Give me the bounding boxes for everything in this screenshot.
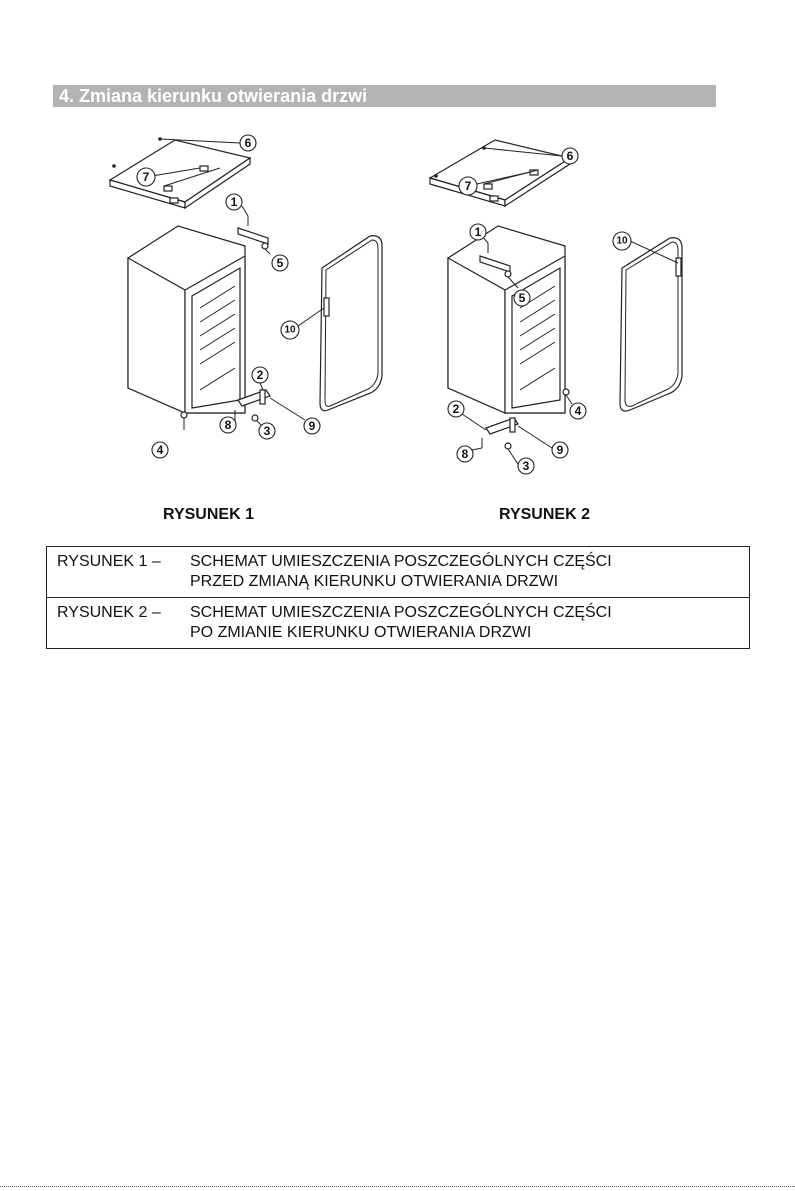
legend-description: SCHEMAT UMIESZCZENIA POSZCZEGÓLNYCH CZĘŚ… <box>190 603 612 643</box>
legend-label: RYSUNEK 1 – <box>57 552 161 572</box>
svg-text:3: 3 <box>264 424 271 438</box>
svg-text:10: 10 <box>284 325 296 336</box>
top-hinge <box>238 216 268 249</box>
legend-line-2: PO ZMIANIE KIERUNKU OTWIERANIA DRZWI <box>190 623 612 643</box>
legend-row-1: RYSUNEK 1 – SCHEMAT UMIESZCZENIA POSZCZE… <box>47 547 749 598</box>
callout-3: 3 <box>518 458 534 474</box>
callout-2: 2 <box>448 401 464 417</box>
svg-text:5: 5 <box>519 291 526 305</box>
figure-2-exploded-view: 6 7 1 5 10 4 2 8 3 9 <box>420 128 750 478</box>
figure-1-drawing: 6 7 1 5 10 2 8 3 9 4 <box>100 128 430 478</box>
legend-description: SCHEMAT UMIESZCZENIA POSZCZEGÓLNYCH CZĘŚ… <box>190 552 612 592</box>
svg-text:9: 9 <box>309 419 316 433</box>
figure-legend-table: RYSUNEK 1 – SCHEMAT UMIESZCZENIA POSZCZE… <box>46 546 750 649</box>
figure-2-caption: RYSUNEK 2 <box>499 506 590 524</box>
callout-10: 10 <box>613 232 631 250</box>
section-title: 4. Zmiana kierunku otwierania drzwi <box>59 86 367 106</box>
svg-text:1: 1 <box>475 225 482 239</box>
svg-text:8: 8 <box>462 447 469 461</box>
svg-text:1: 1 <box>231 195 238 209</box>
svg-text:6: 6 <box>245 136 252 150</box>
legend-line-1: SCHEMAT UMIESZCZENIA POSZCZEGÓLNYCH CZĘŚ… <box>190 603 612 623</box>
svg-text:7: 7 <box>143 170 150 184</box>
callout-9: 9 <box>552 442 568 458</box>
callout-8: 8 <box>457 446 473 462</box>
callout-9: 9 <box>304 418 320 434</box>
fridge-door <box>320 236 382 411</box>
section-header: 4. Zmiana kierunku otwierania drzwi <box>53 85 716 107</box>
callout-8: 8 <box>220 417 236 433</box>
legend-row-2: RYSUNEK 2 – SCHEMAT UMIESZCZENIA POSZCZE… <box>47 598 749 648</box>
legend-line-2: PRZED ZMIANĄ KIERUNKU OTWIERANIA DRZWI <box>190 572 612 592</box>
svg-text:2: 2 <box>257 368 264 382</box>
callout-1: 1 <box>470 224 486 240</box>
callout-6: 6 <box>562 148 578 164</box>
svg-text:8: 8 <box>225 418 232 432</box>
callout-5: 5 <box>272 255 288 271</box>
svg-text:6: 6 <box>567 149 574 163</box>
svg-text:5: 5 <box>277 256 284 270</box>
callout-10: 10 <box>281 321 299 339</box>
svg-text:7: 7 <box>465 179 472 193</box>
svg-text:9: 9 <box>557 443 564 457</box>
callout-7: 7 <box>459 177 477 195</box>
fridge-cabinet <box>128 226 245 418</box>
callout-6: 6 <box>240 135 256 151</box>
svg-text:3: 3 <box>523 459 530 473</box>
svg-text:2: 2 <box>453 402 460 416</box>
fridge-cabinet <box>448 226 569 413</box>
figure-1-caption: RYSUNEK 1 <box>163 506 254 524</box>
callout-7: 7 <box>137 168 155 186</box>
legend-line-1: SCHEMAT UMIESZCZENIA POSZCZEGÓLNYCH CZĘŚ… <box>190 552 612 572</box>
page-bottom-rule <box>0 1186 795 1187</box>
figure-1-exploded-view: 6 7 1 5 10 2 8 3 9 4 <box>100 128 430 478</box>
callout-4: 4 <box>152 442 168 458</box>
fridge-door <box>620 238 682 411</box>
callout-1: 1 <box>226 194 242 210</box>
callout-5: 5 <box>514 290 530 306</box>
callout-3: 3 <box>259 423 275 439</box>
svg-text:4: 4 <box>157 443 164 457</box>
svg-text:10: 10 <box>616 236 628 247</box>
legend-label: RYSUNEK 2 – <box>57 603 161 623</box>
bottom-hinge <box>482 418 518 449</box>
callout-2: 2 <box>252 367 268 383</box>
callout-4: 4 <box>570 403 586 419</box>
figure-2-drawing: 6 7 1 5 10 4 2 8 3 9 <box>420 128 750 478</box>
svg-text:4: 4 <box>575 404 582 418</box>
